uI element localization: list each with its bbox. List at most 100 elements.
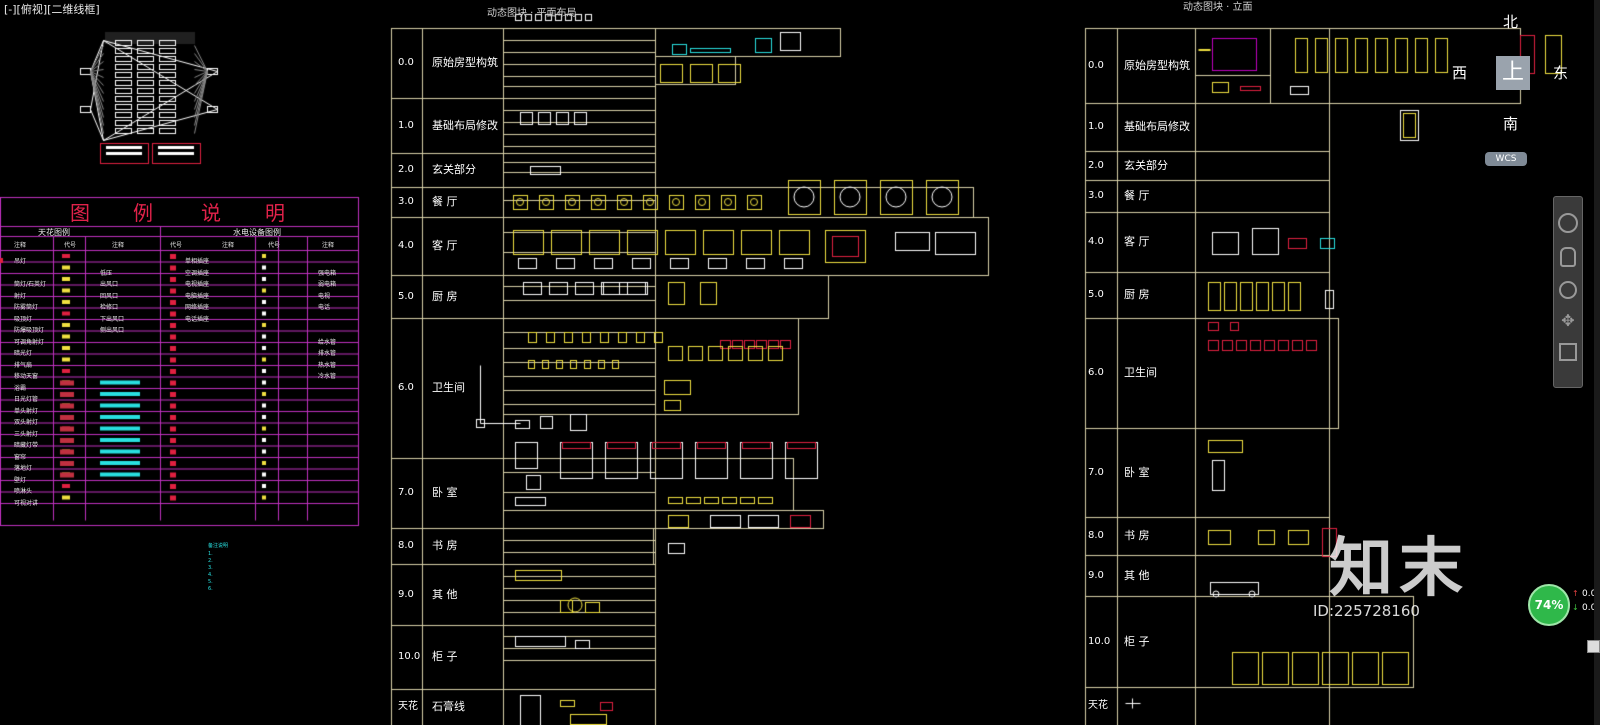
note-line: 1. [208,551,213,557]
plan-row-number: 7.0 [398,487,414,498]
legend-item-label: 回风口 [100,292,119,300]
orbit-icon[interactable]: ✥ [1561,311,1575,330]
compass-north[interactable]: 北 [1503,13,1519,31]
elevation-row-number: 天花 [1088,700,1108,711]
legend-item-label: 检修口 [100,304,119,311]
elevation-title: 动态图块 · 立面 [1183,2,1253,13]
plan-row-name: 原始房型构筑 [432,56,498,69]
legend-item-label: 壁灯 [14,476,27,484]
zoom-icon[interactable] [1559,281,1577,299]
plan-row-number: 1.0 [398,119,414,131]
compass-south[interactable]: 南 [1503,115,1519,133]
plan-row-number: 4.0 [398,240,414,251]
elevation-row-name: 玄关部分 [1124,158,1168,172]
elevation-row-name: 其 他 [1124,568,1150,582]
plan-row-name: 书 房 [432,539,458,552]
pan-hand-icon[interactable] [1560,247,1576,267]
plan-row-number: 天花 [398,701,418,712]
legend-item-label: 强电箱 [318,269,337,277]
legend-item-label: 可视对讲 [14,499,39,507]
legend-title-char: 说 [201,201,223,225]
legend-item-label: 吸顶灯 [14,315,33,323]
legend-section-left: 天花图例 [38,228,70,237]
plan-row-name: 客 厅 [432,239,458,252]
elevation-row-name: 书 房 [1124,529,1150,542]
plan-row-number: 3.0 [398,196,414,207]
arrow-down-icon: ↓ [1572,603,1579,612]
vertical-scrollbar[interactable] [1594,0,1600,725]
note-line: 4. [208,572,213,578]
elevation-row-name: 客 厅 [1124,235,1150,248]
elevation-row-name: 厨 房 [1124,288,1150,301]
legend-item-label: 窗帘 [14,453,27,461]
plan-row-name: 基础布局修改 [432,118,498,132]
steering-wheel-icon[interactable] [1558,213,1578,233]
elevation-row-number: 5.0 [1088,289,1104,300]
legend-item-label: 防雾筒灯 [14,304,39,311]
showmotion-icon[interactable] [1559,343,1577,361]
legend-item-label: 电话插座 [185,315,210,323]
legend-item-label: 移动天窗 [14,373,39,380]
legend-item-label: 电视 [318,292,331,300]
legend-title-char: 图 [70,201,92,225]
navigation-bar[interactable]: ✥ [1553,196,1583,388]
legend-item-label: 暗藏灯带 [14,442,39,449]
wcs-menu-button[interactable]: WCS [1485,152,1527,166]
plan-row-name: 卧 室 [432,486,458,499]
arrow-up-icon: ↑ [1572,589,1579,598]
legend-item-label: 单相插座 [185,258,210,265]
legend-item-label: 排气扇 [14,361,33,369]
elevation-row-number: 10.0 [1088,635,1111,647]
elevation-row-number: 3.0 [1088,190,1104,201]
plan-row-number: 6.0 [398,382,414,393]
plan-row-name: 卫生间 [432,381,465,394]
plan-row-name: 餐 厅 [432,195,458,208]
legend-header-cell: 注释 [222,242,235,249]
legend-item-label: 吊灯 [14,258,27,265]
elevation-row-number: 1.0 [1088,121,1104,132]
legend-item-label: 电视插座 [185,281,210,288]
upload-rate: 0.03 [1582,589,1600,599]
legend-item-label: 热水管 [318,361,337,369]
compass-top-face[interactable]: 上 [1496,56,1530,90]
compass-west[interactable]: 西 [1452,64,1468,82]
compass-east[interactable]: 东 [1553,64,1569,82]
legend-item-label: 电话 [318,304,331,311]
plan-row-name: 厨 房 [432,289,458,303]
zoom-percent-badge[interactable]: 74% [1528,584,1570,626]
download-rate: 0.04 [1582,603,1600,613]
plan-row-number: 0.0 [398,57,414,68]
legend-header-cell: 代号 [170,242,183,249]
legend-item-label: 可调角射灯 [14,338,45,346]
plan-row-number: 8.0 [398,540,414,551]
plan-title: 动态图块 · 平面布局 [487,8,577,19]
legend-item-label: 空调插座 [185,269,210,277]
legend-item-label: 日光灯管 [14,396,39,403]
legend-item-label: 给水管 [318,338,337,346]
legend-item-label: 出风口 [100,281,119,288]
scrollbar-button[interactable] [1587,640,1600,653]
watermark-id: ID:225728160 [1313,602,1420,620]
legend-item-label: 落地灯 [14,465,33,472]
legend-item-label: 低压 [100,269,113,277]
elevation-row-number: 6.0 [1088,367,1104,378]
note-line: 6. [208,586,213,592]
elevation-row-name: 柜 子 [1124,634,1150,648]
elevation-row-name: 原始房型构筑 [1124,58,1190,72]
elevation-row-number: 0.0 [1088,59,1104,71]
elevation-row-number: 8.0 [1088,530,1104,541]
legend-item-label: 网络插座 [185,304,210,311]
legend-header-cell: 代号 [268,242,281,249]
elevation-row-number: 9.0 [1088,569,1104,581]
legend-section-right: 水电设备图例 [233,228,281,237]
legend-header-cell: 注释 [14,242,27,249]
legend-item-label: 三头射灯 [14,430,39,438]
note-line: 2. [208,558,213,564]
viewport-label[interactable]: [-][俯视][二维线框] [4,3,100,16]
note-line: 5. [208,579,213,585]
legend-header-cell: 注释 [322,242,335,249]
legend-item-label: 侧出风口 [100,327,125,334]
legend-item-label: 暗光灯 [14,350,33,357]
plan-row-name: 石膏线 [432,700,465,713]
